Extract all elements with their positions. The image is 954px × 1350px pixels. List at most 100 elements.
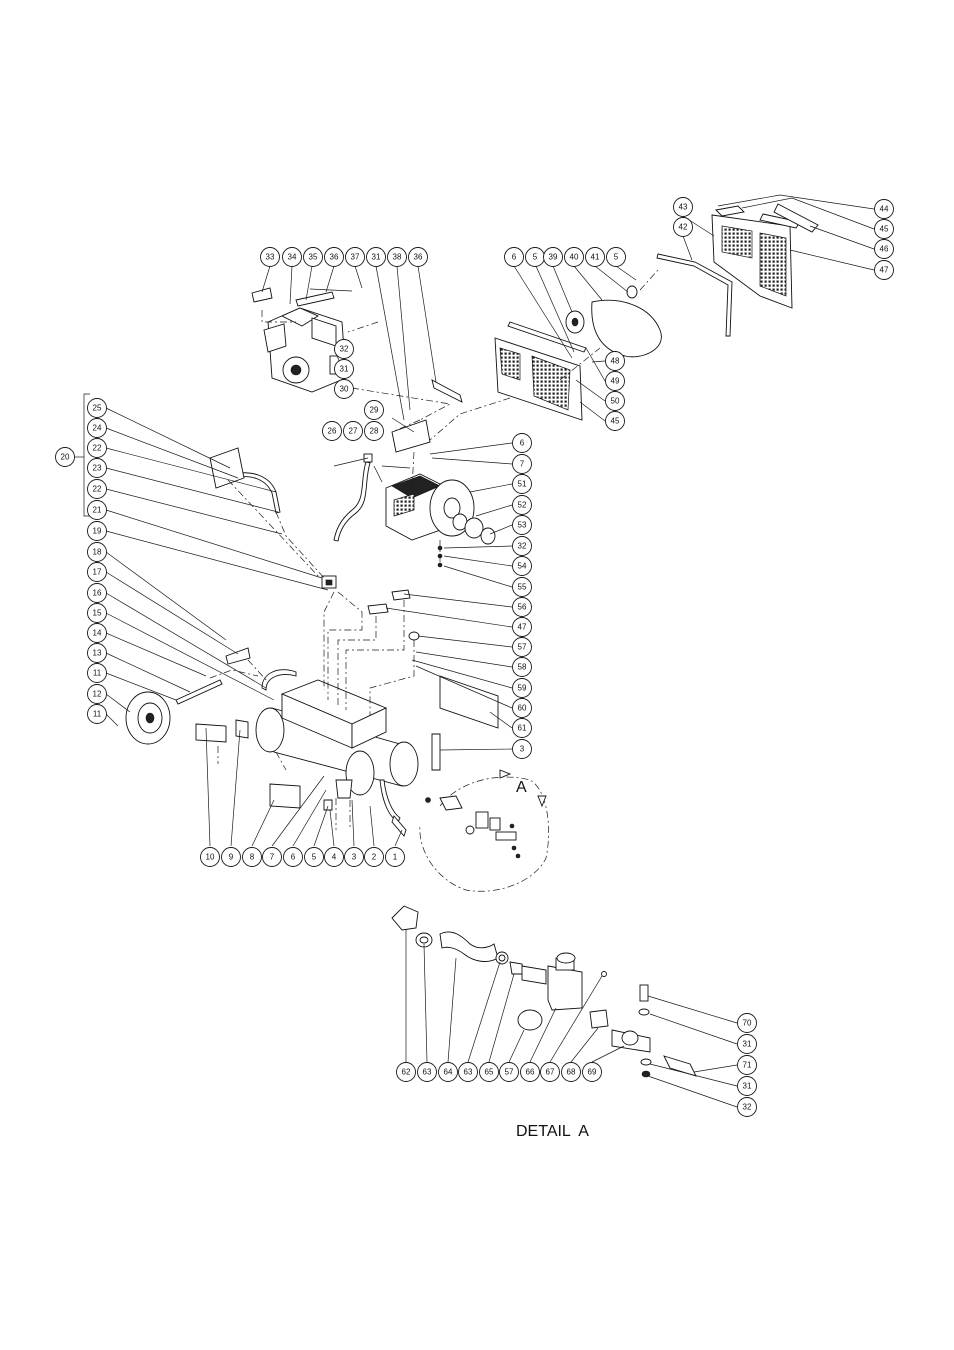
callout-57b: 57: [500, 1063, 519, 1082]
svg-text:54: 54: [518, 562, 527, 571]
leader-lines: [74, 195, 874, 1107]
svg-text:40: 40: [570, 253, 579, 262]
svg-text:58: 58: [518, 663, 527, 672]
callout-2: 2: [365, 848, 384, 867]
callout-7b: 7: [263, 848, 282, 867]
callout-52: 52: [513, 496, 532, 515]
callout-48: 48: [606, 352, 625, 371]
svg-text:5: 5: [533, 253, 538, 262]
svg-text:18: 18: [93, 548, 102, 557]
svg-text:62: 62: [402, 1068, 411, 1077]
callout-8: 8: [243, 848, 262, 867]
svg-text:6: 6: [512, 253, 517, 262]
svg-text:11: 11: [93, 710, 102, 719]
callout-61: 61: [513, 719, 532, 738]
callout-28: 28: [365, 422, 384, 441]
svg-text:24: 24: [93, 424, 102, 433]
svg-text:66: 66: [526, 1068, 535, 1077]
callout-43: 43: [674, 198, 693, 217]
svg-text:13: 13: [93, 649, 102, 658]
svg-text:48: 48: [611, 357, 620, 366]
detail-caption: DETAIL A: [516, 1123, 589, 1140]
callout-55: 55: [513, 578, 532, 597]
svg-text:25: 25: [93, 404, 102, 413]
side-handle: [380, 780, 400, 822]
svg-text:45: 45: [880, 225, 889, 234]
check-valve: [322, 576, 336, 588]
callout-60: 60: [513, 699, 532, 718]
callout-62: 62: [397, 1063, 416, 1082]
wheel: [126, 692, 170, 744]
callout-67: 67: [541, 1063, 560, 1082]
svg-text:14: 14: [93, 629, 102, 638]
callout-30: 30: [335, 380, 354, 399]
callout-50: 50: [606, 392, 625, 411]
svg-text:11: 11: [93, 669, 102, 678]
callout-7: 7: [513, 455, 532, 474]
tank-decal-right: [440, 676, 498, 728]
svg-text:8: 8: [250, 853, 255, 862]
svg-text:61: 61: [518, 724, 527, 733]
svg-text:36: 36: [330, 253, 339, 262]
callout-18: 18: [88, 543, 107, 562]
svg-text:22: 22: [93, 444, 102, 453]
callout-45: 45: [875, 220, 894, 239]
callout-5: 5: [526, 248, 545, 267]
svg-text:31: 31: [340, 365, 349, 374]
callout-11b: 11: [88, 705, 107, 724]
svg-text:4: 4: [332, 853, 337, 862]
motor-pulley: [627, 286, 637, 298]
svg-text:6: 6: [520, 439, 525, 448]
callout-5c: 5: [305, 848, 324, 867]
callout-35: 35: [304, 248, 323, 267]
svg-text:31: 31: [372, 253, 381, 262]
svg-text:55: 55: [518, 583, 527, 592]
tank-decal-small: [236, 720, 248, 738]
svg-text:12: 12: [93, 690, 102, 699]
callout-3: 3: [513, 740, 532, 759]
svg-text:43: 43: [679, 203, 688, 212]
callout-68: 68: [562, 1063, 581, 1082]
callout-49: 49: [606, 372, 625, 391]
svg-text:60: 60: [518, 704, 527, 713]
svg-text:29: 29: [370, 406, 379, 415]
svg-text:31: 31: [743, 1040, 752, 1049]
callout-32: 32: [335, 340, 354, 359]
callout-13: 13: [88, 644, 107, 663]
svg-text:57: 57: [518, 643, 527, 652]
belt-guard-back-plate: [495, 322, 586, 420]
callout-22b: 22: [88, 480, 107, 499]
callout-66: 66: [521, 1063, 540, 1082]
callout-39: 39: [544, 248, 563, 267]
svg-text:34: 34: [288, 253, 297, 262]
svg-text:63: 63: [464, 1068, 473, 1077]
callout-63b: 63: [459, 1063, 478, 1082]
callout-19: 19: [88, 522, 107, 541]
callout-5b: 5: [607, 248, 626, 267]
callout-38: 38: [388, 248, 407, 267]
callout-71: 71: [738, 1056, 757, 1075]
callout-17: 17: [88, 563, 107, 582]
svg-text:64: 64: [444, 1068, 453, 1077]
flywheel-pulley: [566, 311, 584, 333]
svg-text:70: 70: [743, 1019, 752, 1028]
callout-47b: 47: [513, 618, 532, 637]
svg-text:45: 45: [611, 417, 620, 426]
svg-text:22: 22: [93, 485, 102, 494]
svg-text:5: 5: [614, 253, 619, 262]
svg-text:42: 42: [679, 223, 688, 232]
svg-text:68: 68: [567, 1068, 576, 1077]
detail-a-circle: [420, 770, 549, 891]
svg-text:5: 5: [312, 853, 317, 862]
svg-text:27: 27: [349, 427, 358, 436]
callout-57: 57: [513, 638, 532, 657]
svg-text:47: 47: [880, 266, 889, 275]
svg-text:16: 16: [93, 589, 102, 598]
callout-10: 10: [201, 848, 220, 867]
svg-text:69: 69: [588, 1068, 597, 1077]
callout-11: 11: [88, 664, 107, 683]
callout-1: 1: [386, 848, 405, 867]
callout-31c: 31: [738, 1035, 757, 1054]
foot-bracket: [226, 648, 250, 664]
